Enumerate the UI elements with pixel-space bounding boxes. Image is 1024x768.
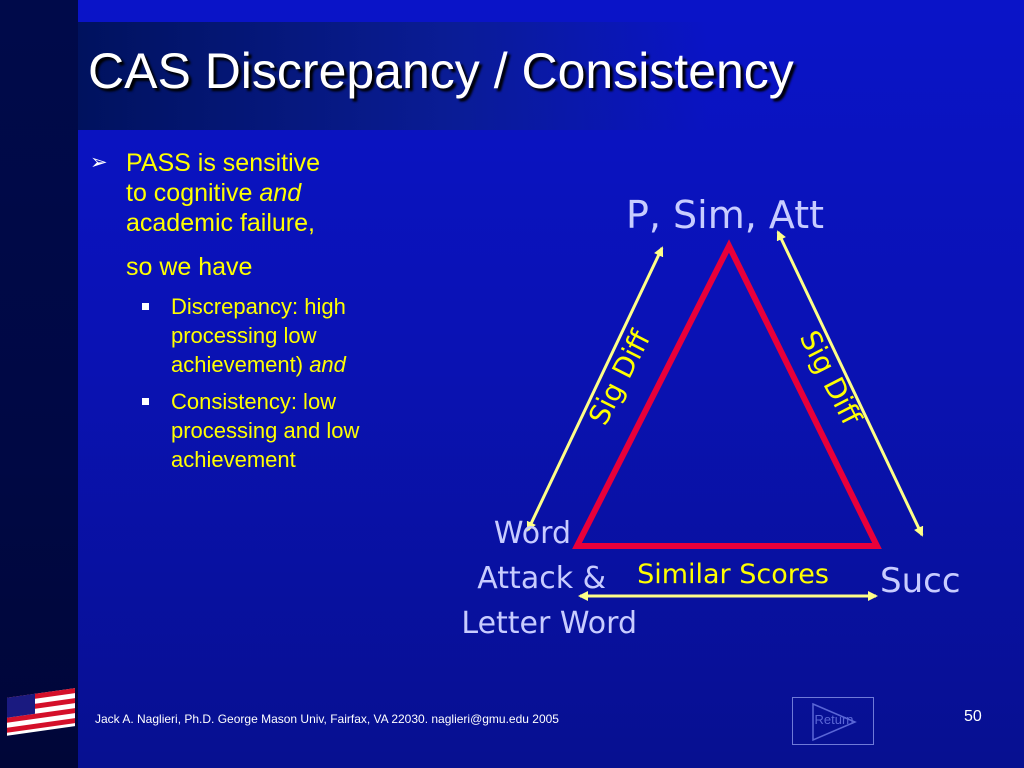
left-node-label-line-2: Attack & [477, 561, 606, 596]
sub-bullet-line: processing low [171, 323, 317, 348]
sub-bullet-line: Discrepancy: high [171, 294, 346, 319]
return-arrow-icon [812, 702, 857, 742]
main-bullet-line-1: PASS is sensitive [126, 149, 321, 177]
main-bullet-line-2: to cognitive and [126, 178, 428, 208]
main-bullet: ➢ PASS is sensitive to cognitive and aca… [88, 148, 428, 282]
sub-bullet-list: Discrepancy: high processing low achieve… [88, 292, 428, 474]
top-node-label: P, Sim, Att [626, 193, 824, 237]
page-number: 50 [964, 708, 982, 725]
bullet-list: ➢ PASS is sensitive to cognitive and aca… [88, 148, 428, 482]
slide-title: CAS Discrepancy / Consistency [88, 43, 794, 99]
square-bullet-icon [142, 303, 149, 310]
sub-bullet-consistency: Consistency: low processing and low achi… [88, 387, 428, 474]
main-bullet-line-2-text: to cognitive [126, 179, 260, 207]
right-double-arrow [776, 230, 924, 537]
left-sidebar-bar [0, 0, 78, 768]
sub-bullet-line: Consistency: low [171, 389, 337, 414]
sub-bullet-text: achievement) [171, 352, 310, 377]
us-flag-icon [7, 688, 75, 736]
return-button-label: Return [814, 712, 854, 727]
sub-bullet-emphasis: and [309, 352, 346, 377]
right-node-label: Succ [880, 561, 961, 601]
right-edge-label: Sig Diff [793, 325, 869, 430]
sub-bullet-discrepancy: Discrepancy: high processing low achieve… [88, 292, 428, 379]
arrow-bullet-icon: ➢ [90, 151, 108, 174]
left-node-label-line-1: Word [494, 516, 571, 551]
sub-bullet-line: processing and low [171, 418, 360, 443]
sub-bullet-line: achievement [171, 447, 296, 472]
bottom-edge-label: Similar Scores [637, 559, 829, 590]
return-button[interactable]: Return [792, 697, 874, 745]
square-bullet-icon [142, 398, 149, 405]
main-bullet-emphasis: and [259, 179, 302, 207]
main-bullet-line-3: academic failure, [126, 209, 315, 237]
title-band [78, 22, 708, 130]
left-double-arrow [526, 246, 664, 532]
main-bullet-line-4: so we have [126, 253, 253, 281]
footer-credit: Jack A. Naglieri, Ph.D. George Mason Uni… [95, 712, 559, 726]
left-node-label-line-3: Letter Word [461, 606, 637, 641]
sub-bullet-line: achievement) and [171, 350, 428, 379]
